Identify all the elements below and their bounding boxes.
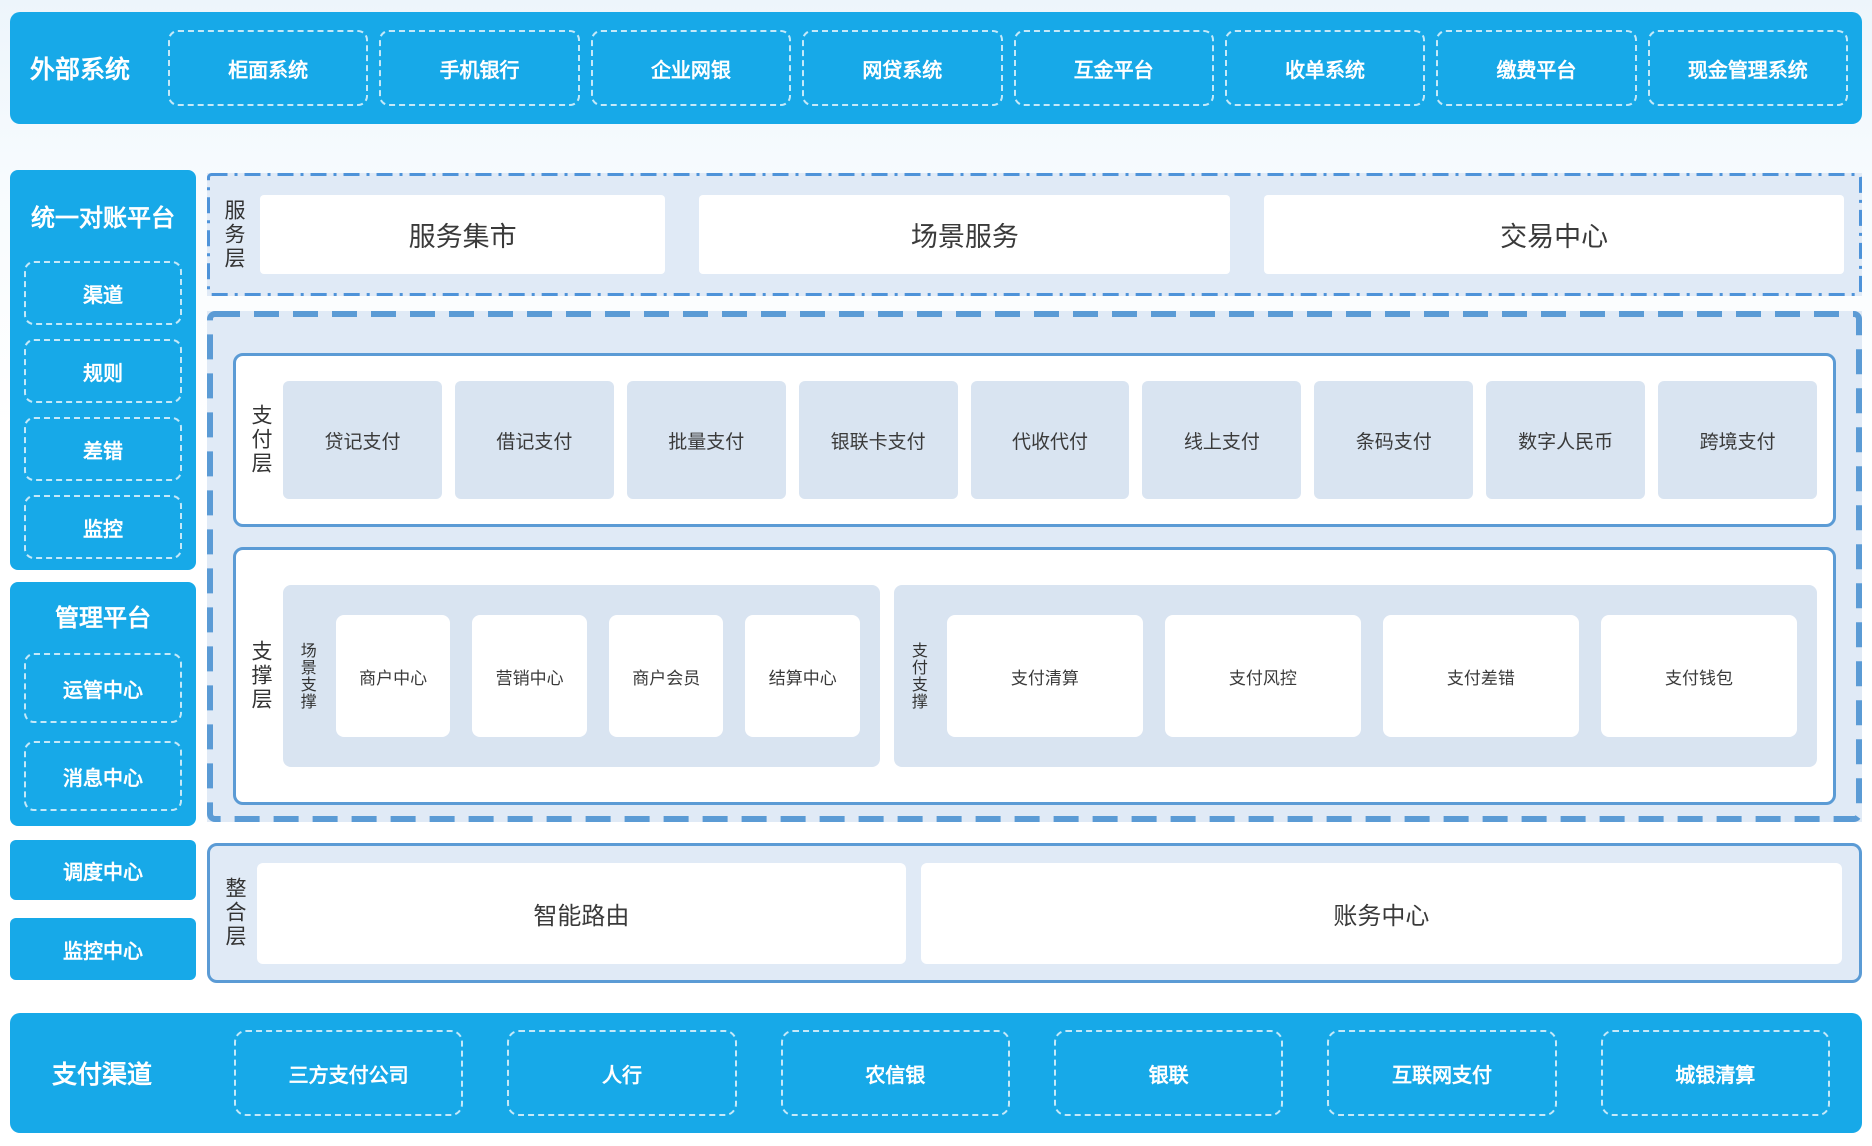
reconciliation-item-box: 监控: [24, 495, 182, 559]
payment-channel-box: 城银清算: [1600, 1030, 1830, 1116]
payment-channels-title: 支付渠道: [52, 1061, 153, 1089]
management-platform-panel: 管理平台 运管中心 消息中心: [10, 582, 196, 826]
integration-layer-items: 智能路由 账务中心: [257, 862, 1842, 964]
scene-support-item-box: 结算中心: [745, 615, 861, 737]
service-layer-label: 服务层: [222, 198, 245, 271]
payment-support-item-box: 支付风控: [1164, 615, 1361, 737]
payment-item-box: 批量支付: [626, 381, 786, 499]
external-systems-bar: 外部系统 柜面系统 手机银行 企业网银 网贷系统 互金平台 收单系统 缴费平台 …: [10, 12, 1862, 124]
payment-item-box: 借记支付: [454, 381, 614, 499]
service-item-box: 交易中心: [1264, 195, 1844, 274]
payment-channel-box: 农信银: [780, 1030, 1010, 1116]
reconciliation-item-box: 渠道: [24, 261, 182, 325]
management-item-box: 运管中心: [24, 653, 182, 723]
external-system-box: 柜面系统: [168, 30, 369, 106]
layered-architecture-area: 服务层 服务集市 场景服务 交易中心 支付层 贷记支付 借记支付 批量支付 银联…: [207, 173, 1862, 983]
reconciliation-items: 渠道 规则 差错 监控: [24, 261, 182, 559]
payment-item-box: 跨境支付: [1658, 381, 1818, 499]
payment-layer-label: 支付层: [249, 404, 272, 476]
payment-channels-bar: 支付渠道 三方支付公司 人行 农信银 银联 互联网支付 城银清算: [10, 1013, 1862, 1133]
payment-channel-box: 人行: [507, 1030, 737, 1116]
payment-channel-box: 互联网支付: [1327, 1030, 1557, 1116]
service-layer-items: 服务集市 场景服务 交易中心: [260, 195, 1844, 274]
service-item-box: 服务集市: [260, 195, 666, 274]
external-system-box: 现金管理系统: [1647, 30, 1848, 106]
support-layer-label: 支撑层: [249, 640, 272, 712]
reconciliation-item-box: 规则: [24, 339, 182, 403]
support-layer-groups: 场景支撑 商户中心 营销中心 商户会员 结算中心 支付支撑 支付清算 支付风控 …: [283, 585, 1817, 767]
reconciliation-item-box: 差错: [24, 417, 182, 481]
dispatch-center-box: 调度中心: [10, 840, 196, 900]
reconciliation-platform-title: 统一对账平台: [31, 205, 175, 232]
payment-item-box: 条码支付: [1314, 381, 1474, 499]
payment-channel-box: 银联: [1053, 1030, 1284, 1116]
integration-layer-label: 整合层: [223, 877, 246, 949]
payment-item-box: 线上支付: [1142, 381, 1302, 499]
service-item-box: 场景服务: [699, 195, 1231, 274]
external-system-box: 手机银行: [379, 30, 580, 106]
management-platform-title: 管理平台: [55, 605, 151, 632]
payment-layer-items: 贷记支付 借记支付 批量支付 银联卡支付 代收代付 线上支付 条码支付 数字人民…: [283, 381, 1818, 499]
payment-support-group: 支付支撑 支付清算 支付风控 支付差错 支付钱包: [894, 585, 1817, 767]
external-systems-items: 柜面系统 手机银行 企业网银 网贷系统 互金平台 收单系统 缴费平台 现金管理系…: [168, 30, 1848, 106]
scene-support-label: 场景支撑: [297, 642, 315, 710]
payment-channels-items: 三方支付公司 人行 农信银 银联 互联网支付 城银清算: [234, 1030, 1830, 1116]
integration-item-box: 账务中心: [920, 862, 1842, 964]
payment-support-label: 支付支撑: [908, 642, 926, 710]
monitor-center-box: 监控中心: [10, 918, 196, 980]
external-system-box: 缴费平台: [1436, 30, 1637, 106]
scene-support-item-box: 商户中心: [335, 615, 451, 737]
support-layer: 支撑层 场景支撑 商户中心 营销中心 商户会员 结算中心 支付支撑 支付清算 支…: [233, 547, 1836, 805]
service-layer: 服务层 服务集市 场景服务 交易中心: [207, 173, 1862, 296]
integration-item-box: 智能路由: [257, 862, 906, 964]
external-system-box: 企业网银: [590, 30, 792, 106]
external-system-box: 收单系统: [1224, 30, 1426, 106]
external-system-box: 互金平台: [1013, 30, 1214, 106]
scene-support-item-box: 商户会员: [608, 615, 724, 737]
left-platform-column: 统一对账平台 渠道 规则 差错 监控 管理平台 运管中心 消息中心 调度中心 监…: [10, 170, 196, 980]
payment-support-item-box: 支付清算: [946, 615, 1143, 737]
external-systems-title: 外部系统: [30, 56, 131, 84]
integration-layer: 整合层 智能路由 账务中心: [207, 843, 1862, 983]
management-items: 运管中心 消息中心: [24, 653, 182, 811]
scene-support-group: 场景支撑 商户中心 营销中心 商户会员 结算中心: [283, 585, 881, 767]
external-system-box: 网贷系统: [802, 30, 1003, 106]
scene-support-item-box: 营销中心: [472, 615, 587, 737]
payment-support-item-box: 支付差错: [1382, 615, 1579, 737]
payment-layer: 支付层 贷记支付 借记支付 批量支付 银联卡支付 代收代付 线上支付 条码支付 …: [233, 353, 1836, 527]
payment-item-box: 贷记支付: [283, 381, 442, 499]
payment-support-item-box: 支付钱包: [1600, 615, 1797, 737]
payment-item-box: 代收代付: [970, 381, 1130, 499]
management-item-box: 消息中心: [24, 741, 182, 811]
core-layers-container: 支付层 贷记支付 借记支付 批量支付 银联卡支付 代收代付 线上支付 条码支付 …: [207, 311, 1862, 822]
payment-item-box: 银联卡支付: [798, 381, 958, 499]
payment-item-box: 数字人民币: [1486, 381, 1646, 499]
payment-channel-box: 三方支付公司: [234, 1030, 464, 1116]
reconciliation-platform-panel: 统一对账平台 渠道 规则 差错 监控: [10, 170, 196, 570]
